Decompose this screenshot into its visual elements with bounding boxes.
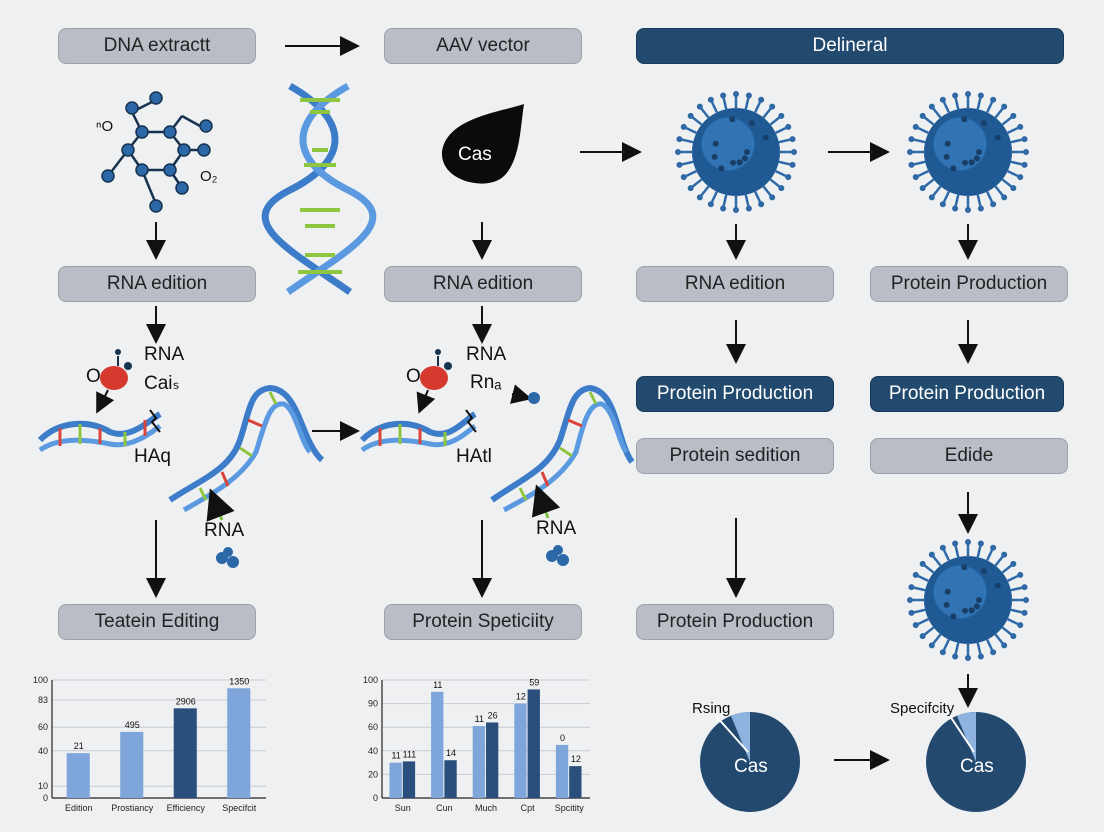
x-tick-label: Spcitity: [555, 803, 585, 813]
bar: [486, 722, 499, 798]
data-label: 0: [560, 733, 565, 743]
bar: [569, 766, 582, 798]
x-tick-label: Sun: [395, 803, 411, 813]
pie2-label: Specifcity: [890, 700, 955, 717]
mid-o-label: O: [406, 366, 421, 387]
data-label: 11: [433, 680, 442, 690]
data-label: 14: [446, 748, 456, 758]
y-tick-label: 83: [38, 695, 48, 705]
x-tick-label: Much: [475, 803, 497, 813]
rna-edition-box-2[interactable]: RNA edition: [384, 266, 582, 302]
mid-rna-label: RNA: [466, 344, 507, 365]
data-label: 11: [475, 714, 484, 724]
bar: [120, 731, 144, 798]
x-tick-label: Efficiency: [167, 803, 206, 813]
data-label: 11: [391, 751, 400, 761]
data-label: 21: [74, 741, 84, 751]
molecule-label-ao: ⁿO: [96, 118, 114, 135]
edide-box[interactable]: Edide: [870, 438, 1068, 474]
x-tick-label: Edition: [65, 803, 93, 813]
protein-production-box-mid-1[interactable]: Protein Production: [636, 376, 834, 412]
data-label: 495: [125, 720, 140, 730]
pie-chart-1: [700, 712, 800, 812]
bar: [527, 689, 540, 798]
bar: [555, 744, 569, 798]
mid-haq-label: HAtl: [456, 446, 492, 467]
y-tick-label: 90: [368, 699, 378, 709]
bar: [402, 761, 416, 798]
virus-icon-2: [907, 91, 1029, 213]
left-rna-bottom-label: RNA: [204, 520, 245, 541]
rna-edition-box-3[interactable]: RNA edition: [636, 266, 834, 302]
aav-vector-box[interactable]: AAV vector: [384, 28, 582, 64]
data-label: 2906: [176, 696, 196, 706]
protein-speticiity-box[interactable]: Protein Speticiity: [384, 604, 582, 640]
y-tick-label: 20: [368, 769, 378, 779]
protein-sedition-box[interactable]: Protein sedition: [636, 438, 834, 474]
rna-strand-icon-left: [37, 349, 325, 568]
y-tick-label: 0: [43, 793, 48, 803]
y-tick-label: 40: [38, 746, 48, 756]
y-tick-label: 10: [38, 781, 48, 791]
pie-chart-2: [926, 712, 1026, 812]
bar: [389, 762, 402, 798]
bar: [173, 708, 197, 798]
teatein-editing-box[interactable]: Teatein Editing: [58, 604, 256, 640]
protein-production-box-top[interactable]: Protein Production: [870, 266, 1068, 302]
left-haq-label: HAq: [134, 446, 171, 467]
protein-production-box-bottom[interactable]: Protein Production: [636, 604, 834, 640]
bar: [514, 703, 527, 798]
x-tick-label: Cun: [436, 803, 453, 813]
protein-production-box-mid-2[interactable]: Protein Production: [870, 376, 1064, 412]
molecule-icon: [101, 91, 213, 213]
cas-drop-icon: [441, 104, 524, 184]
virus-icon-3: [907, 539, 1029, 661]
mid-rna-bottom-label: RNA: [536, 518, 577, 539]
molecule-label-o2: O₂: [200, 168, 218, 185]
x-tick-label: Cpt: [521, 803, 536, 813]
data-label: 59: [529, 677, 539, 687]
y-tick-label: 0: [373, 793, 378, 803]
data-label: 26: [488, 710, 498, 720]
left-rna-label: RNA: [144, 344, 185, 365]
rna-edition-box-1[interactable]: RNA edition: [58, 266, 256, 302]
pie1-center-label: Cas: [734, 756, 768, 777]
rna-strand-icon-middle: [359, 349, 635, 566]
y-tick-label: 60: [368, 722, 378, 732]
y-tick-label: 100: [363, 675, 378, 685]
bar: [227, 688, 251, 798]
virus-icon-1: [675, 91, 797, 213]
dna-helix-icon: [261, 82, 377, 295]
left-cas-label: Caiₛ: [144, 373, 180, 394]
bar: [66, 753, 90, 798]
data-label: 12: [516, 692, 526, 702]
y-tick-label: 40: [368, 746, 378, 756]
data-label: 1350: [229, 676, 249, 686]
delineral-box[interactable]: Delineral: [636, 28, 1064, 64]
left-o-label: O: [86, 366, 101, 387]
pie2-center-label: Cas: [960, 756, 994, 777]
dna-extract-box[interactable]: DNA extractt: [58, 28, 256, 64]
x-tick-label: Specifcit: [222, 803, 257, 813]
y-tick-label: 100: [33, 675, 48, 685]
data-label: 12: [571, 754, 581, 764]
x-tick-label: Prostiancy: [111, 803, 154, 813]
y-tick-label: 60: [38, 722, 48, 732]
cas-drop-label: Cas: [458, 144, 492, 165]
bar: [431, 691, 444, 798]
mid-rna-a-label: Rnₐ: [470, 372, 502, 393]
data-label: 111: [403, 749, 417, 759]
bar: [444, 760, 457, 798]
bar: [472, 726, 485, 798]
pie1-label: Rsing: [692, 700, 731, 717]
